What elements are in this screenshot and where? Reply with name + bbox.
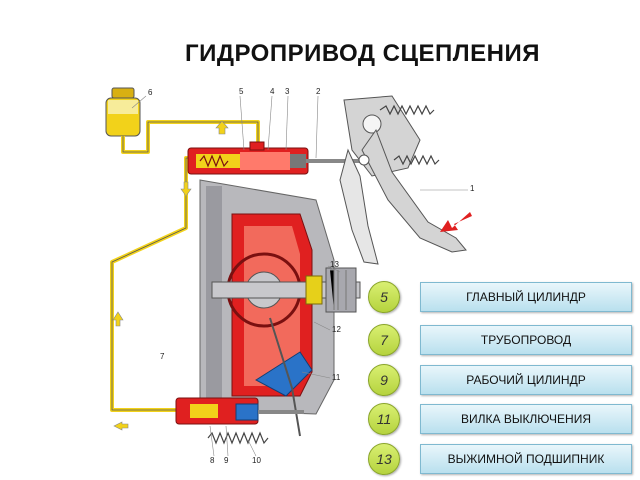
legend-item-pipeline: 7 ТРУБОПРОВОД [368, 324, 632, 356]
callout-13: 13 [330, 260, 339, 269]
callout-5: 5 [239, 87, 244, 96]
pedal-assembly [339, 95, 467, 265]
legend-number-badge: 5 [368, 281, 400, 313]
legend-number-badge: 13 [368, 443, 400, 475]
legend-item-release-bearing: 13 ВЫЖИМНОЙ ПОДШИПНИК [368, 443, 632, 475]
callout-7: 7 [160, 352, 165, 361]
input-shaft [211, 267, 361, 313]
master-cylinder [187, 141, 364, 175]
flow-arrows [112, 120, 229, 431]
legend-number-badge: 9 [368, 364, 400, 396]
legend-item-slave-cylinder: 9 РАБОЧИЙ ЦИЛИНДР [368, 364, 632, 396]
callout-1: 1 [470, 184, 475, 193]
legend-number-badge: 7 [368, 324, 400, 356]
return-springs [379, 104, 440, 166]
callout-8: 8 [210, 456, 215, 465]
legend-number-badge: 11 [368, 403, 400, 435]
diagram-title: ГИДРОПРИВОД СЦЕПЛЕНИЯ [185, 40, 540, 67]
release-fork [255, 317, 313, 437]
slave-cylinder [175, 397, 304, 445]
callout-12: 12 [332, 325, 341, 334]
callout-10: 10 [252, 456, 261, 465]
legend-label: ГЛАВНЫЙ ЦИЛИНДР [420, 282, 632, 312]
legend-label: ТРУБОПРОВОД [420, 325, 632, 355]
legend-label: ВИЛКА ВЫКЛЮЧЕНИЯ [420, 404, 632, 434]
legend-item-main-cylinder: 5 ГЛАВНЫЙ ЦИЛИНДР [368, 281, 632, 313]
callout-2: 2 [316, 87, 321, 96]
callout-leaders [131, 95, 468, 457]
pedal-arrow [440, 212, 472, 232]
callout-4: 4 [270, 87, 275, 96]
legend-label: ВЫЖИМНОЙ ПОДШИПНИК [420, 444, 632, 474]
reservoir [105, 87, 141, 137]
legend-label: РАБОЧИЙ ЦИЛИНДР [420, 365, 632, 395]
legend-item-release-fork: 11 ВИЛКА ВЫКЛЮЧЕНИЯ [368, 403, 632, 435]
callout-9: 9 [224, 456, 229, 465]
callout-3: 3 [285, 87, 290, 96]
callout-6: 6 [148, 88, 153, 97]
callout-11: 11 [332, 373, 341, 382]
